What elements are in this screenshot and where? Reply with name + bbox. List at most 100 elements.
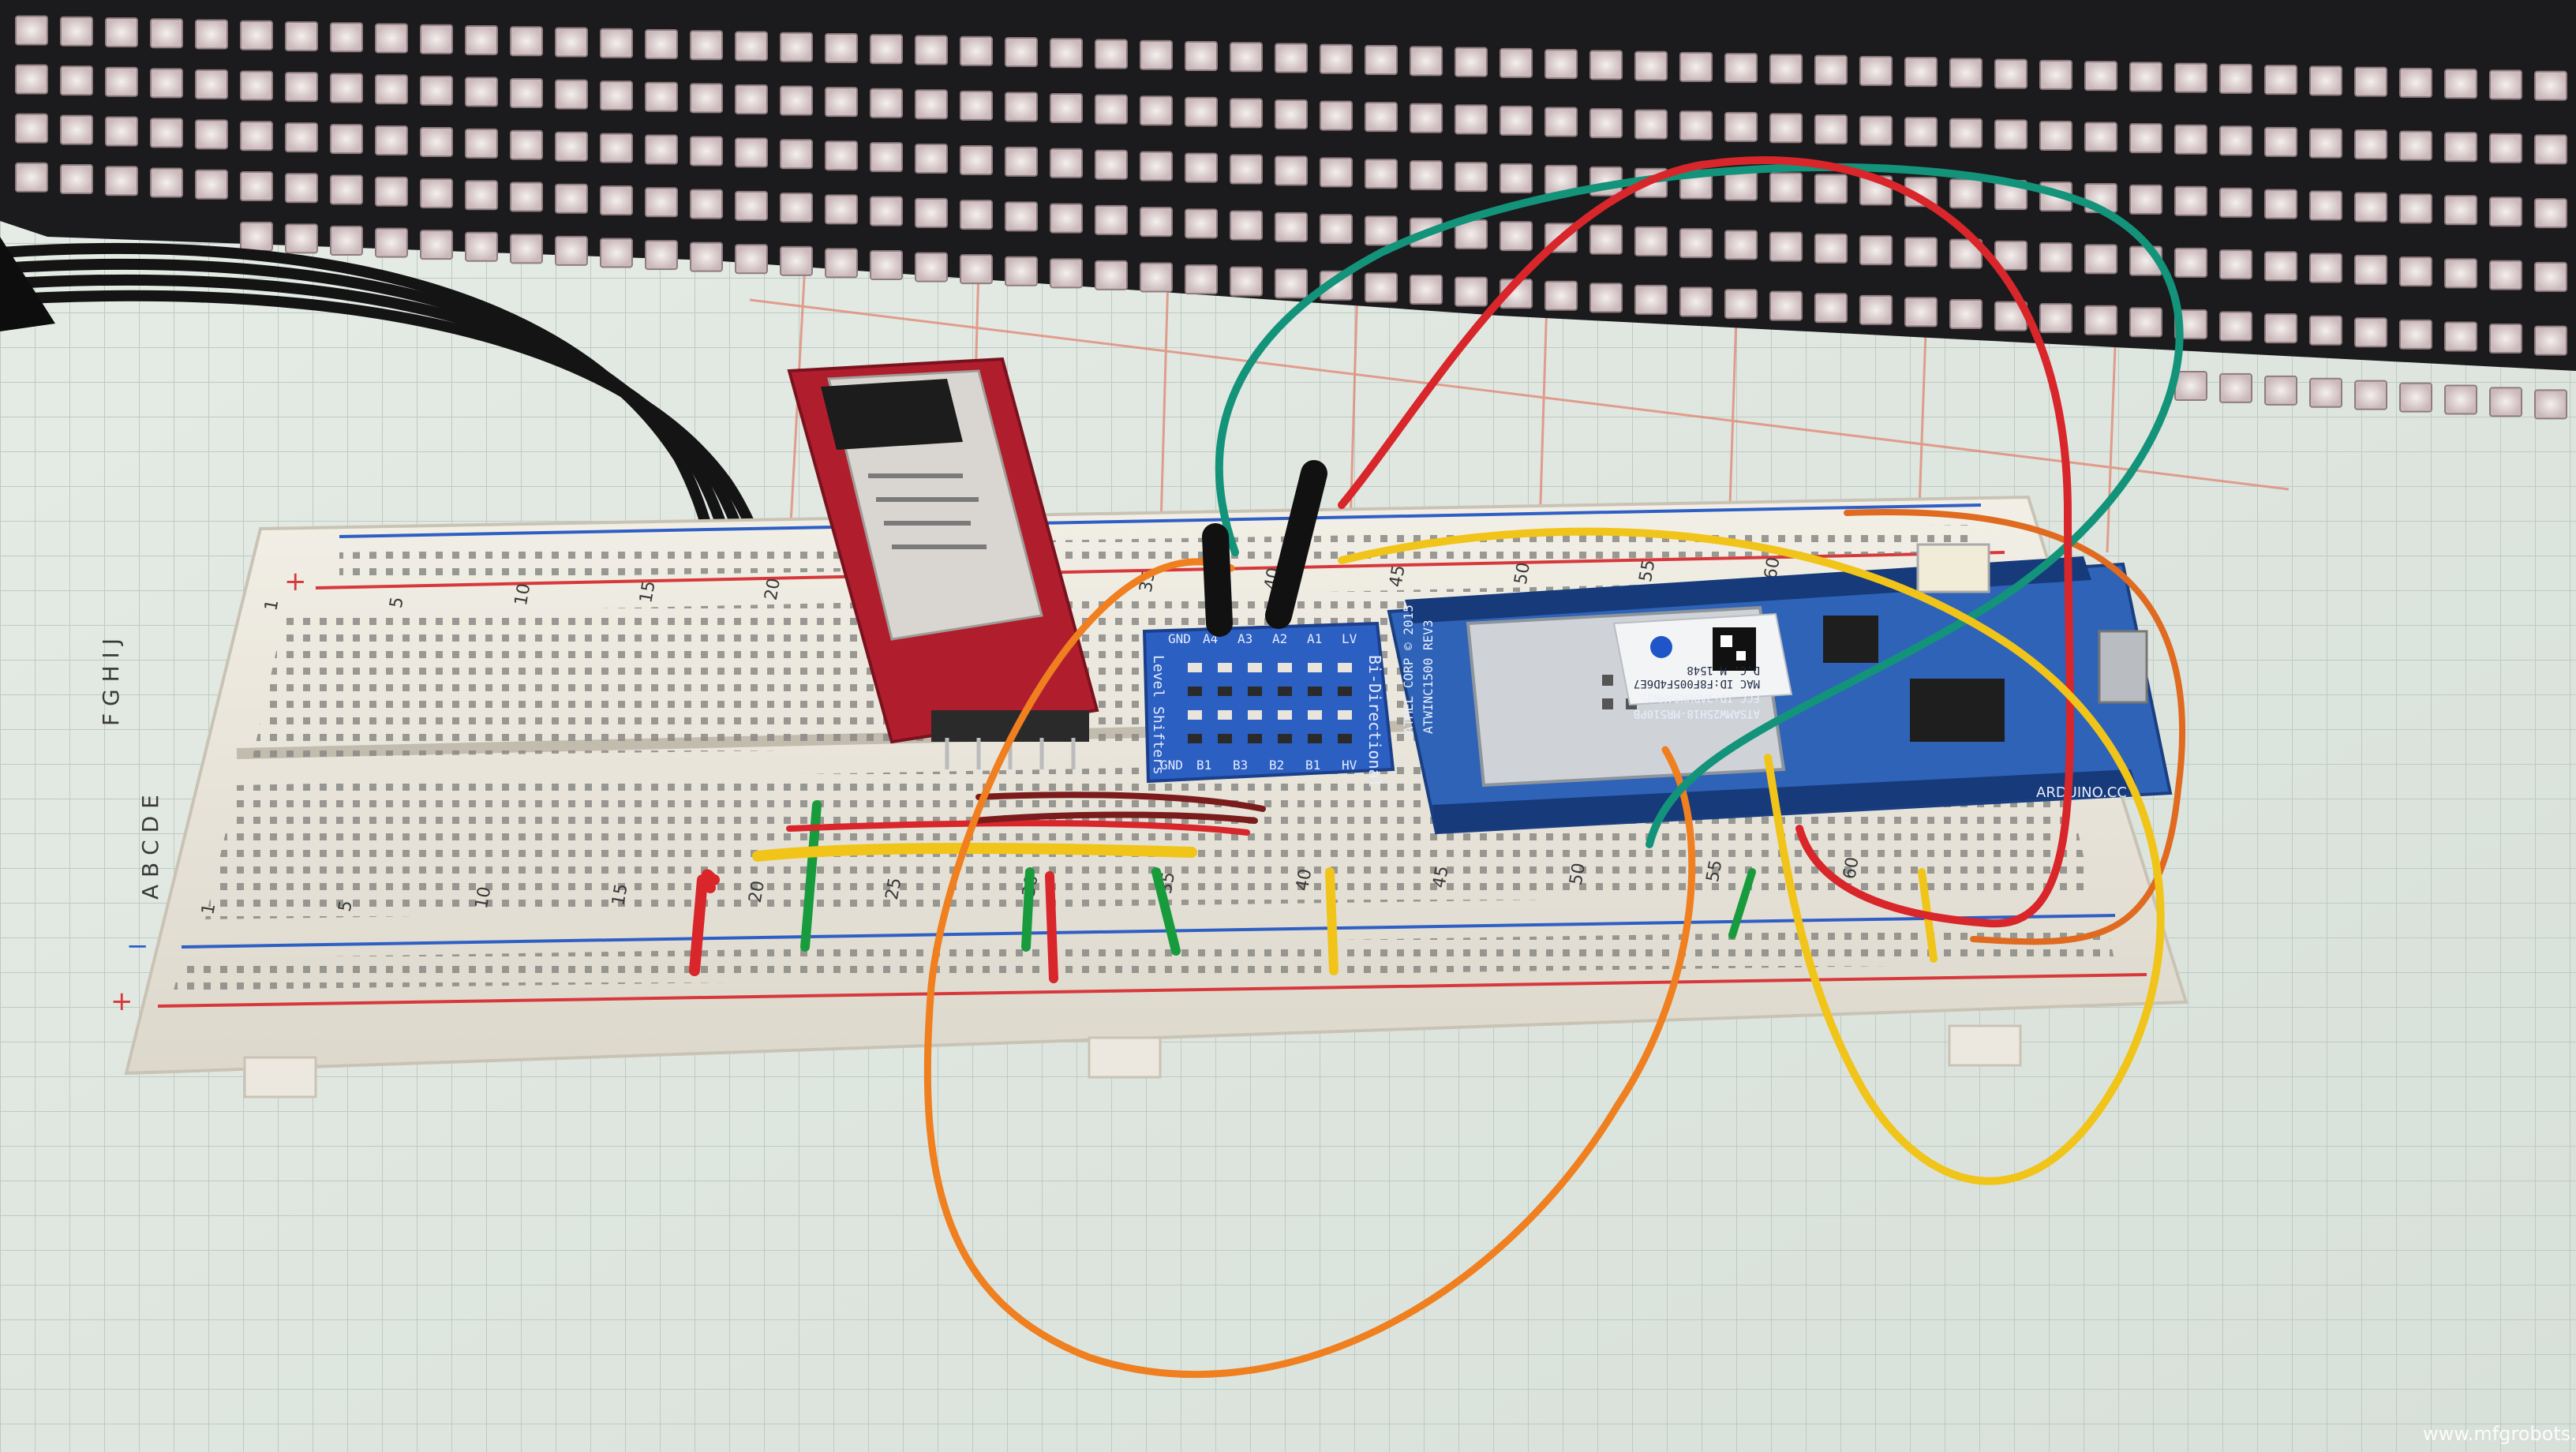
- led-pixel: [2534, 261, 2567, 292]
- led-pixel: [2444, 258, 2477, 289]
- led-pixel: [1005, 37, 1038, 68]
- led-pixel: [780, 193, 813, 223]
- led-pixel: [645, 134, 678, 165]
- led-pixel: [2444, 132, 2477, 163]
- led-pixel: [1140, 95, 1173, 126]
- led-pixel: [510, 78, 543, 109]
- column-number-top: 45: [1386, 563, 1409, 589]
- column-number-bottom: 15: [608, 882, 631, 908]
- led-pixel: [150, 167, 183, 198]
- led-pixel: [2399, 256, 2432, 287]
- led-pixel: [1185, 96, 1218, 127]
- led-pixel: [420, 126, 453, 157]
- led-pixel: [960, 200, 993, 230]
- led-pixel: [555, 235, 588, 266]
- led-pixel: [15, 15, 48, 46]
- led-pixel: [2039, 303, 2072, 334]
- led-pixel: [240, 221, 273, 252]
- led-pixel: [1365, 159, 1398, 189]
- led-pixel: [645, 240, 678, 271]
- led-pixel: [2399, 193, 2432, 224]
- led-pixel: [1185, 264, 1218, 295]
- led-pixel: [1589, 50, 1623, 80]
- rail-plus-label-bottom: +: [110, 986, 133, 1017]
- led-pixel: [105, 66, 138, 97]
- led-pixel: [690, 136, 723, 167]
- led-pixel: [1769, 231, 1803, 262]
- led-pixel: [1544, 49, 1578, 80]
- smd-component: [1338, 734, 1352, 743]
- led-pixel: [1769, 54, 1803, 84]
- led-pixel: [1455, 162, 1488, 193]
- led-pixel: [1320, 214, 1353, 245]
- led-pixel: [60, 114, 93, 145]
- led-pixel: [1679, 110, 1713, 141]
- led-pixel: [1050, 203, 1083, 234]
- led-pixel: [1814, 174, 1848, 204]
- led-pixel: [555, 27, 588, 58]
- led-pixel: [2354, 317, 2387, 348]
- led-pixel: [1859, 115, 1893, 146]
- led-pixel: [735, 190, 768, 221]
- led-pixel: [2444, 384, 2477, 415]
- column-number-bottom: 10: [472, 885, 495, 911]
- led-pixel: [870, 34, 903, 65]
- led-pixel: [195, 19, 228, 50]
- led-pixel: [735, 244, 768, 275]
- column-number-top: 1: [261, 598, 283, 612]
- led-pixel: [240, 121, 273, 152]
- level-shifter-pin-label: GND: [1160, 758, 1183, 773]
- led-pixel: [915, 144, 948, 174]
- led-pixel: [60, 65, 93, 96]
- led-pixel: [2534, 325, 2567, 356]
- led-pixel: [1904, 117, 1938, 148]
- led-pixel: [870, 196, 903, 226]
- led-pixel: [330, 22, 363, 53]
- led-pixel: [1679, 51, 1713, 82]
- led-pixel: [2219, 63, 2252, 94]
- led-pixel: [1140, 262, 1173, 293]
- led-pixel: [1050, 38, 1083, 69]
- led-pixel: [1185, 208, 1218, 239]
- led-pixel: [150, 118, 183, 148]
- column-number-top: 50: [1511, 561, 1534, 586]
- column-number-bottom: 50: [1567, 862, 1589, 887]
- led-pixel: [1050, 93, 1083, 124]
- smd-component: [1218, 734, 1232, 743]
- led-pixel: [2399, 130, 2432, 161]
- led-pixel: [1500, 163, 1533, 194]
- led-pixel: [690, 83, 723, 114]
- led-pixel: [1230, 154, 1263, 185]
- led-pixel: [510, 234, 543, 264]
- led-pixel: [1544, 107, 1578, 137]
- led-pixel: [240, 171, 273, 202]
- led-pixel: [465, 24, 498, 55]
- led-pixel: [1320, 43, 1353, 74]
- led-pixel: [2534, 198, 2567, 229]
- led-pixel: [2174, 247, 2207, 278]
- led-pixel: [2219, 249, 2252, 280]
- led-pixel: [1589, 283, 1623, 313]
- led-pixel: [1365, 45, 1398, 76]
- row-letters-bottom: A B C D E: [137, 795, 163, 900]
- arduino-brand: ARDUINO.CC: [2036, 784, 2127, 801]
- led-pixel: [1140, 207, 1173, 238]
- smd-component: [1248, 663, 1262, 672]
- led-pixel: [2039, 59, 2072, 90]
- led-pixel: [1410, 103, 1443, 133]
- led-pixel: [240, 20, 273, 51]
- led-pixel: [1275, 268, 1308, 299]
- led-pixel: [870, 250, 903, 281]
- column-number-bottom: 60: [1840, 855, 1863, 881]
- led-pixel: [1634, 51, 1668, 81]
- led-pixel: [2174, 62, 2207, 93]
- led-pixel: [330, 174, 363, 205]
- led-pixel: [1095, 149, 1128, 180]
- led-pixel: [1275, 211, 1308, 242]
- led-pixel: [690, 189, 723, 219]
- module-line-4: D.C. M 1548: [1687, 664, 1760, 676]
